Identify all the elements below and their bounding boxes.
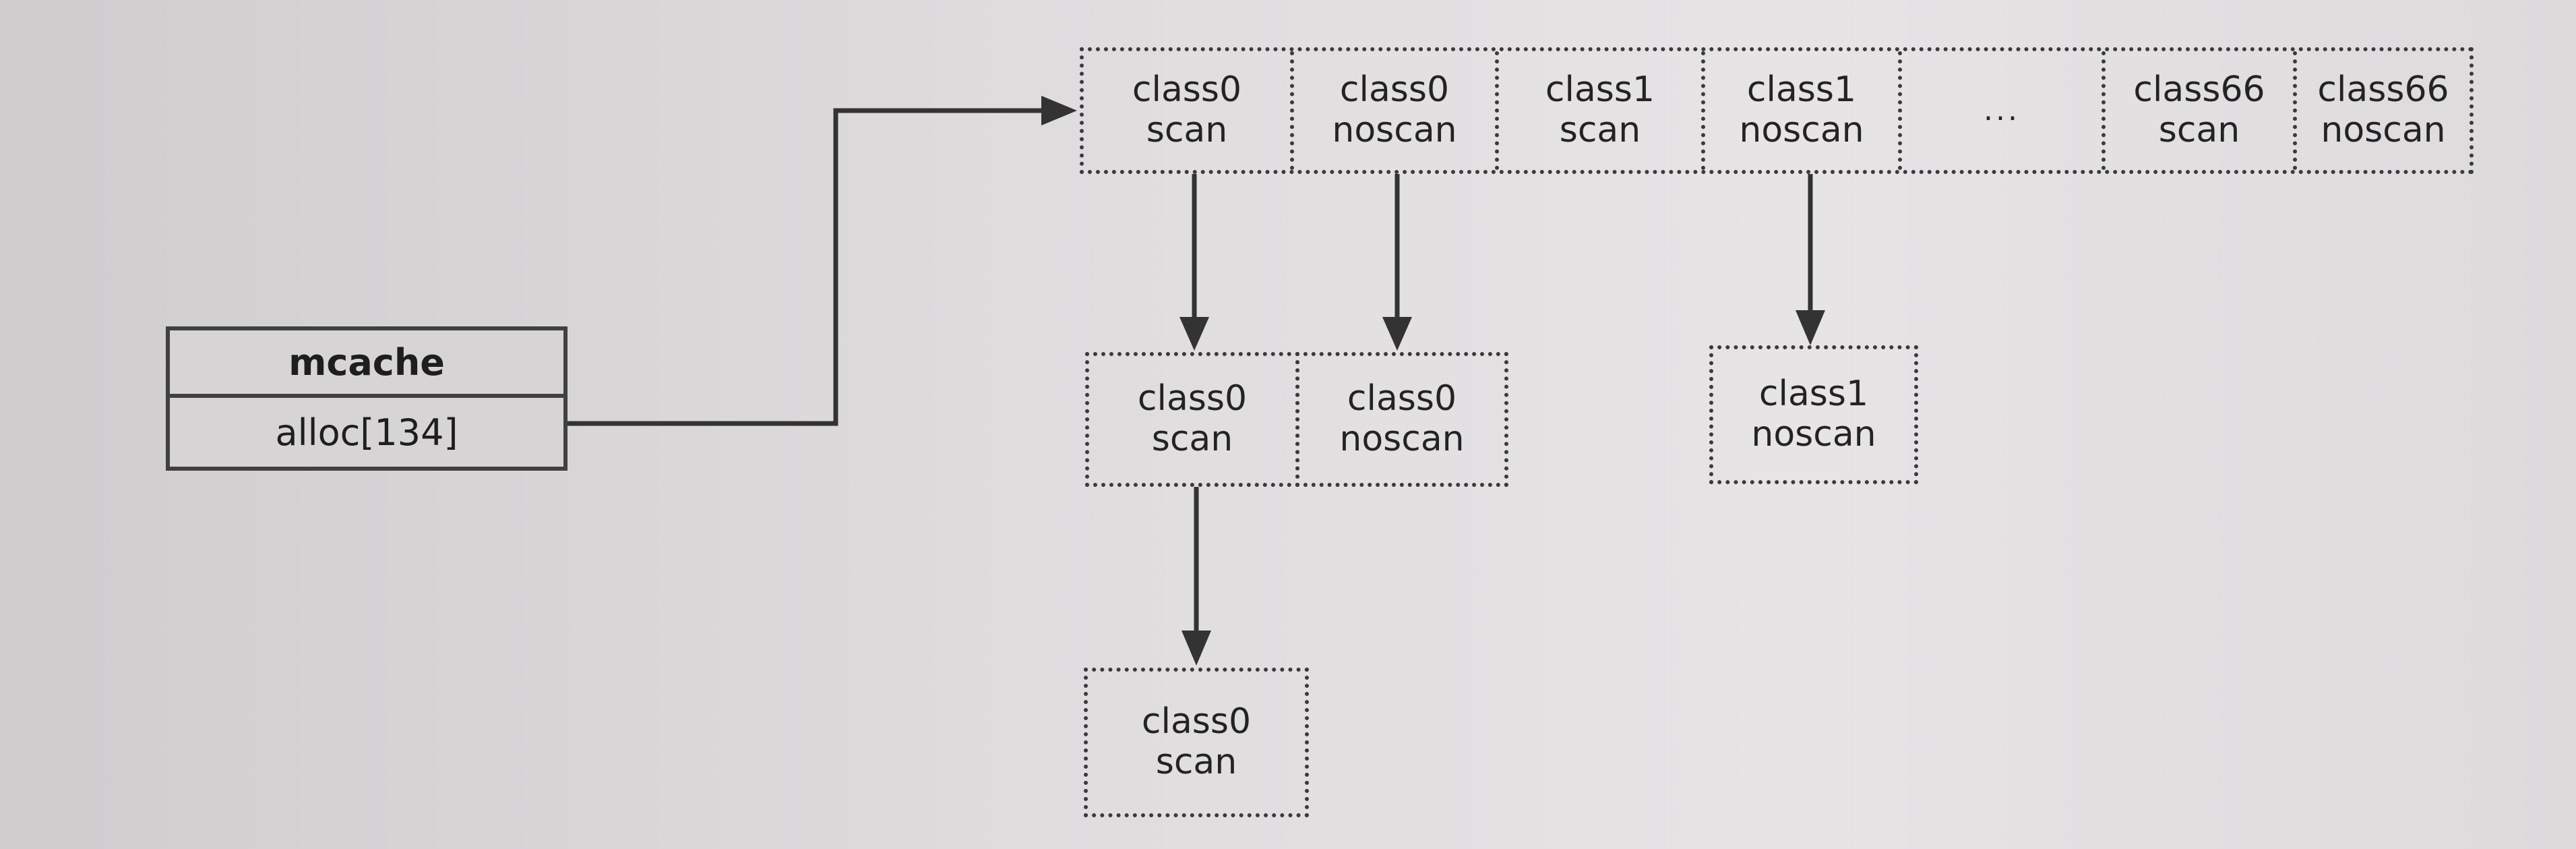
cell-label-line2: scan	[2158, 110, 2240, 150]
span-node-class0-noscan: class0 noscan	[1295, 352, 1508, 487]
span-cell-ellipsis: ...	[1898, 51, 2102, 170]
arrowhead-class0-noscan-down	[1382, 317, 1412, 351]
mcache-struct: mcache alloc[134]	[166, 326, 568, 471]
node-label-line1: class0	[1347, 378, 1457, 419]
node-label-line2: noscan	[1339, 419, 1465, 459]
arrowhead-class0-scan-down	[1179, 317, 1209, 351]
span-cell-class0-noscan: class0 noscan	[1290, 51, 1495, 170]
node-label-line1: class1	[1758, 374, 1869, 415]
mcache-alloc-field: alloc[134]	[275, 411, 458, 454]
span-cell-class1-scan: class1 scan	[1495, 51, 1701, 170]
span-cell-class1-noscan: class1 noscan	[1701, 51, 1898, 170]
arrow-mcache-to-spans	[568, 108, 1041, 426]
arrowhead-class1-noscan-down	[1796, 310, 1825, 345]
span-class-array: class0 scan class0 noscan class1 scan cl…	[1080, 47, 2474, 174]
cell-label-line1: class0	[1339, 69, 1450, 111]
node-label-line1: class0	[1137, 378, 1248, 419]
cell-label-line2: noscan	[2321, 110, 2446, 150]
cell-label-line1: class1	[1746, 69, 1857, 111]
cell-label-line2: scan	[1146, 110, 1228, 150]
node-label-line2: noscan	[1751, 414, 1876, 455]
arrowhead-class0-scan-next	[1182, 631, 1211, 666]
node-label-line2: scan	[1155, 742, 1237, 782]
span-cell-class0-scan: class0 scan	[1084, 51, 1290, 170]
cell-label-line1: class1	[1545, 69, 1655, 111]
arrowhead-mcache-to-spans	[1041, 96, 1077, 125]
span-node-class0-scan-next: class0 scan	[1084, 668, 1309, 817]
node-label-line2: scan	[1151, 419, 1233, 459]
span-cell-class66-scan: class66 scan	[2102, 51, 2293, 170]
cell-label-line1: ...	[1984, 92, 2020, 127]
span-node-class0-scan: class0 scan	[1085, 352, 1299, 487]
cell-label-line2: noscan	[1739, 110, 1864, 150]
cell-label-line1: class66	[2133, 69, 2265, 111]
span-cell-class66-noscan: class66 noscan	[2293, 51, 2470, 170]
cell-label-line2: scan	[1559, 110, 1641, 150]
cell-label-line1: class66	[2317, 69, 2449, 111]
cell-label-line1: class0	[1132, 69, 1242, 111]
mcache-title: mcache	[170, 330, 563, 398]
cell-label-line2: noscan	[1332, 110, 1457, 150]
span-node-class1-noscan: class1 noscan	[1709, 345, 1918, 484]
node-label-line1: class0	[1141, 701, 1252, 742]
